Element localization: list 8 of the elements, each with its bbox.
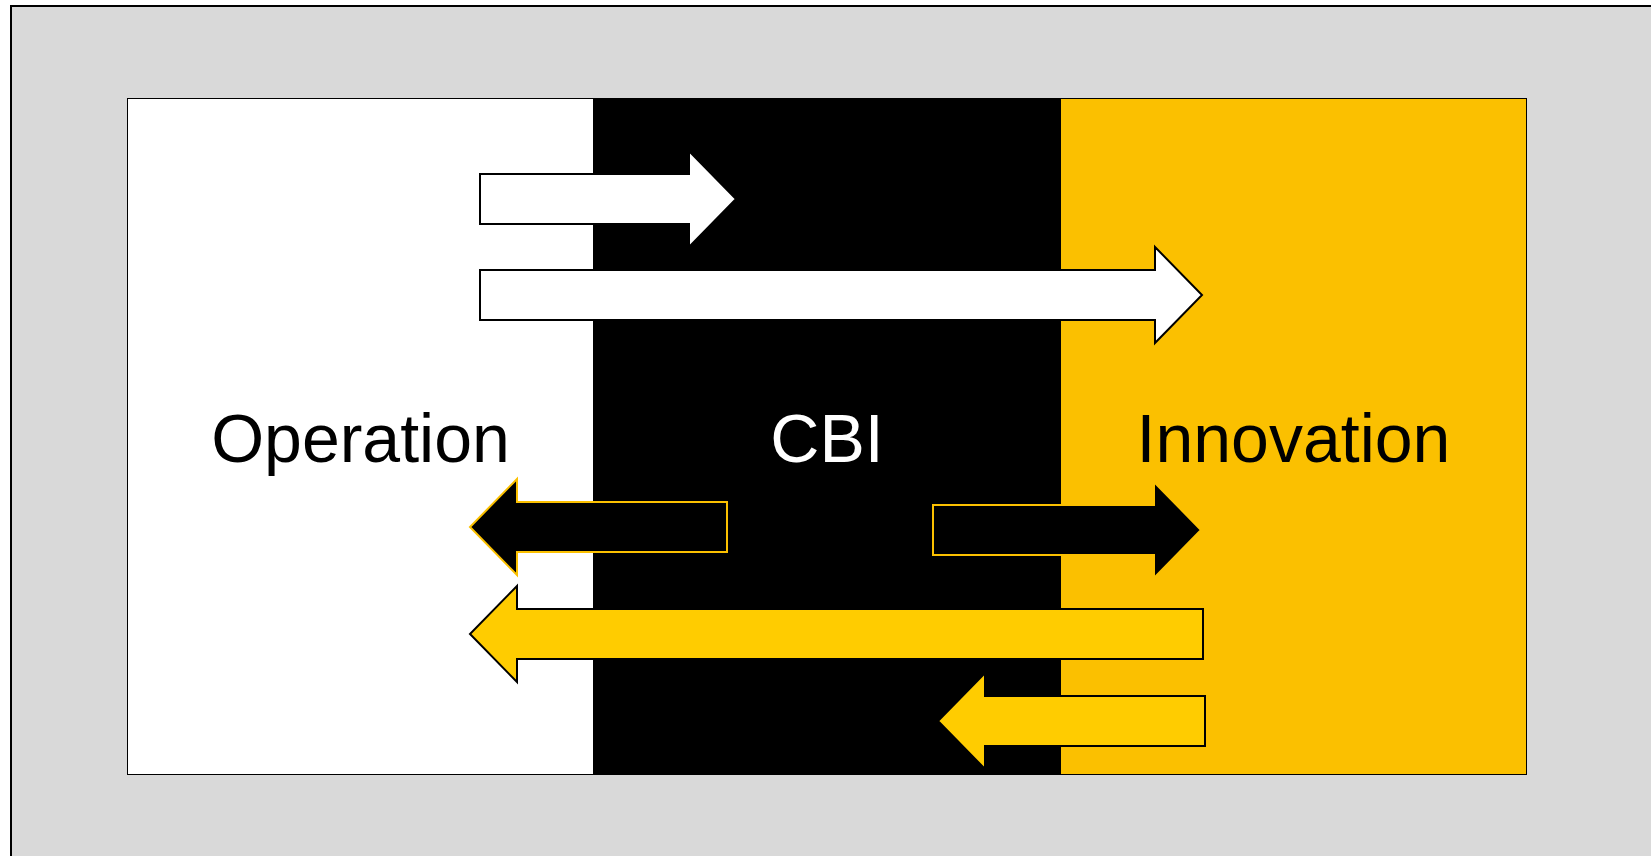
column-title: CBI [769,399,885,477]
column-panel [127,98,593,775]
column-panel [1061,98,1527,775]
block-arrow [479,244,1204,346]
block-arrow [468,476,728,578]
block-arrow [468,583,1204,685]
column-title: Operation [210,399,511,477]
column-title: Innovation [1135,399,1452,477]
